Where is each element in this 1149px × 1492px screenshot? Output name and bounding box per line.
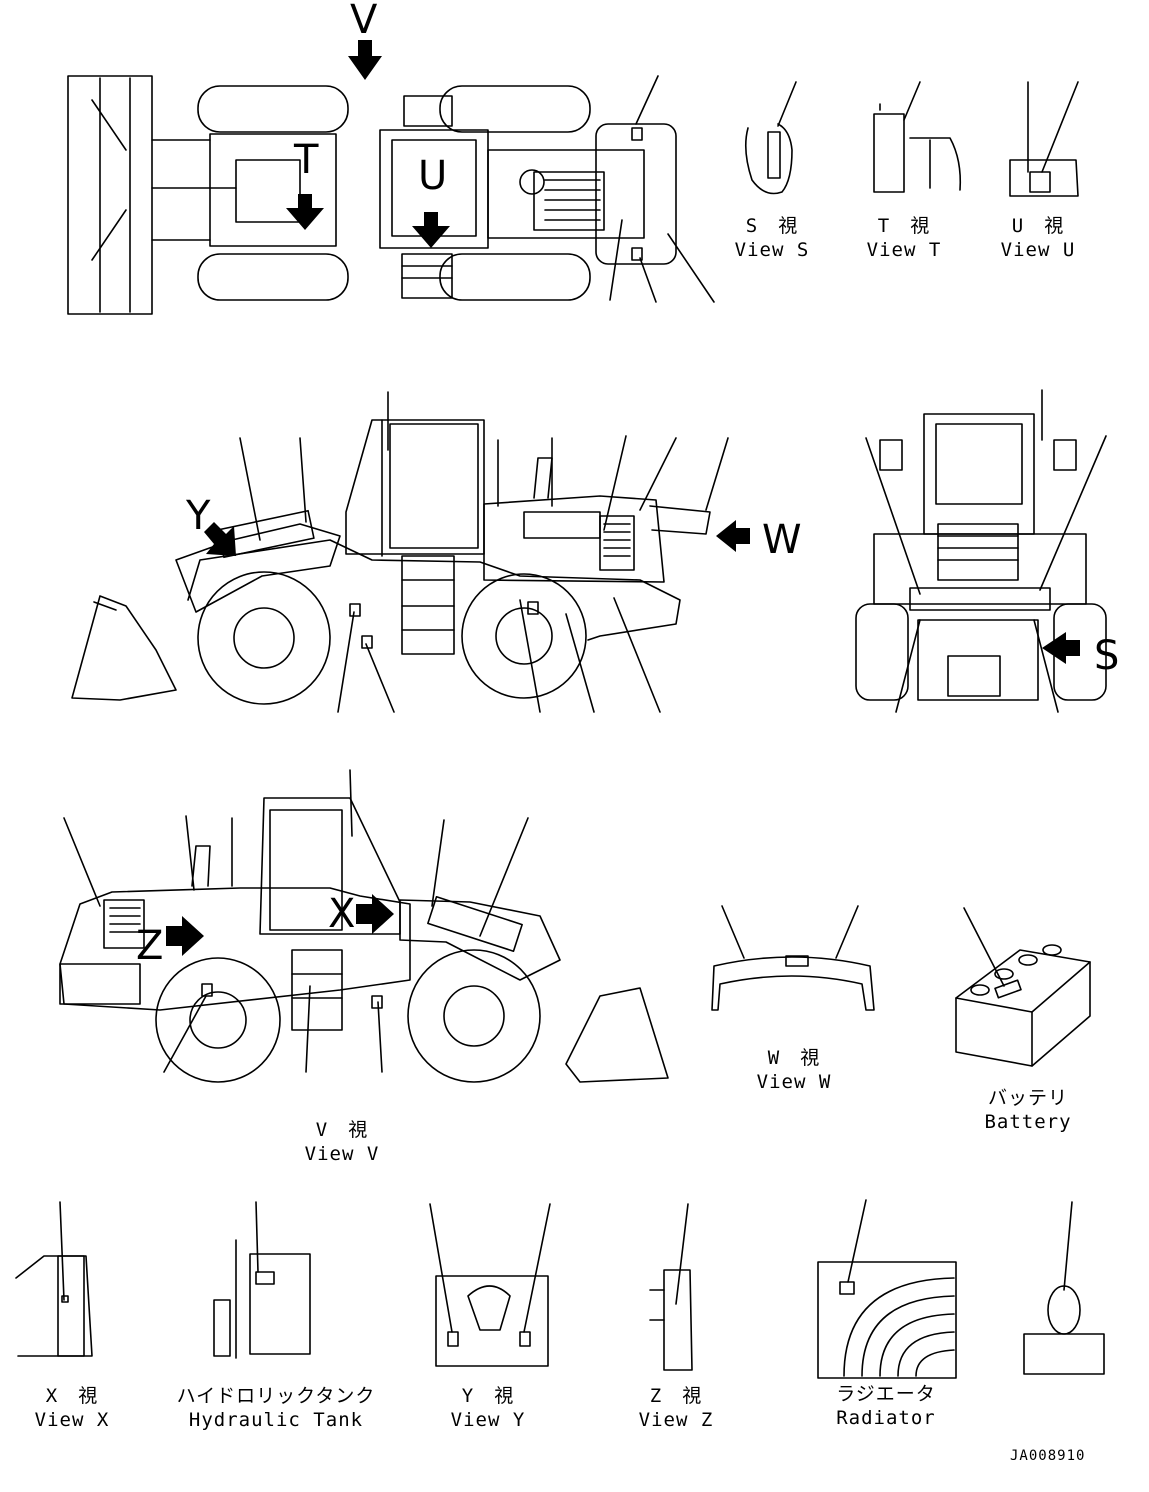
view-t-en: View T xyxy=(866,239,942,261)
view-z-caption: Z 視 View Z xyxy=(626,1384,726,1432)
view-u-drawing xyxy=(1010,82,1078,196)
tag-drawing xyxy=(1024,1202,1104,1374)
radiator-caption: ラジエータ Radiator xyxy=(826,1382,946,1430)
arrow-w-label: W xyxy=(762,517,802,563)
view-v-arrows xyxy=(166,894,394,956)
view-z-jp: Z 視 xyxy=(649,1385,703,1407)
view-v-jp: V 視 xyxy=(315,1119,369,1141)
view-s-jp: S 視 xyxy=(745,215,799,237)
view-u-caption: U 視 View U xyxy=(988,214,1088,262)
hydraulic-tank-en: Hydraulic Tank xyxy=(188,1409,364,1431)
rear-view-machine xyxy=(856,390,1106,712)
view-w-jp: W 視 xyxy=(767,1047,821,1069)
top-view-machine xyxy=(68,76,714,314)
view-x-en: View X xyxy=(34,1409,110,1431)
view-y-en: View Y xyxy=(450,1409,526,1431)
view-y-drawing xyxy=(430,1204,550,1366)
radiator-jp: ラジエータ xyxy=(836,1383,936,1405)
battery-drawing xyxy=(956,908,1090,1066)
hydraulic-tank-jp: ハイドロリックタンク xyxy=(176,1385,376,1407)
battery-jp: バッテリ xyxy=(987,1087,1068,1109)
battery-en: Battery xyxy=(984,1111,1072,1133)
view-s-caption: S 視 View S xyxy=(722,214,822,262)
hydraulic-tank-caption: ハイドロリックタンク Hydraulic Tank xyxy=(174,1384,378,1432)
arrow-s-label: S xyxy=(1094,633,1120,679)
view-z-en: View Z xyxy=(638,1409,714,1431)
view-v-machine xyxy=(60,770,668,1082)
view-v-caption: V 視 View V xyxy=(292,1118,392,1166)
top-view-arrows xyxy=(286,40,450,248)
radiator-drawing xyxy=(818,1200,956,1378)
view-t-caption: T 視 View T xyxy=(854,214,954,262)
arrow-t-label: T xyxy=(294,137,319,183)
view-y-jp: Y 視 xyxy=(461,1385,515,1407)
rear-view-arrow xyxy=(1042,632,1080,664)
arrow-x-label: X xyxy=(328,891,356,937)
arrow-y-label: Y xyxy=(186,493,211,539)
view-t-drawing xyxy=(874,82,960,192)
view-w-caption: W 視 View W xyxy=(744,1046,844,1094)
view-x-jp: X 視 xyxy=(45,1385,99,1407)
hydraulic-tank-drawing xyxy=(214,1202,310,1358)
view-w-drawing xyxy=(712,906,874,1010)
view-t-jp: T 視 xyxy=(877,215,931,237)
view-x-drawing xyxy=(16,1202,92,1356)
view-u-jp: U 視 xyxy=(1011,215,1065,237)
side-view-arrows xyxy=(204,520,750,556)
arrow-u-label: U xyxy=(418,153,448,199)
view-x-caption: X 視 View X xyxy=(22,1384,122,1432)
battery-caption: バッテリ Battery xyxy=(968,1086,1088,1134)
view-s-drawing xyxy=(746,82,796,194)
arrow-v-label: V xyxy=(350,0,378,43)
view-u-en: View U xyxy=(1000,239,1076,261)
side-view-machine xyxy=(72,392,728,712)
radiator-en: Radiator xyxy=(836,1407,936,1429)
view-y-caption: Y 視 View Y xyxy=(438,1384,538,1432)
view-w-en: View W xyxy=(756,1071,832,1093)
view-s-en: View S xyxy=(734,239,810,261)
arrow-z-label: Z xyxy=(136,923,164,969)
view-v-en: View V xyxy=(304,1143,380,1165)
drawing-code: JA008910 xyxy=(1010,1448,1086,1464)
view-z-drawing xyxy=(650,1204,692,1370)
